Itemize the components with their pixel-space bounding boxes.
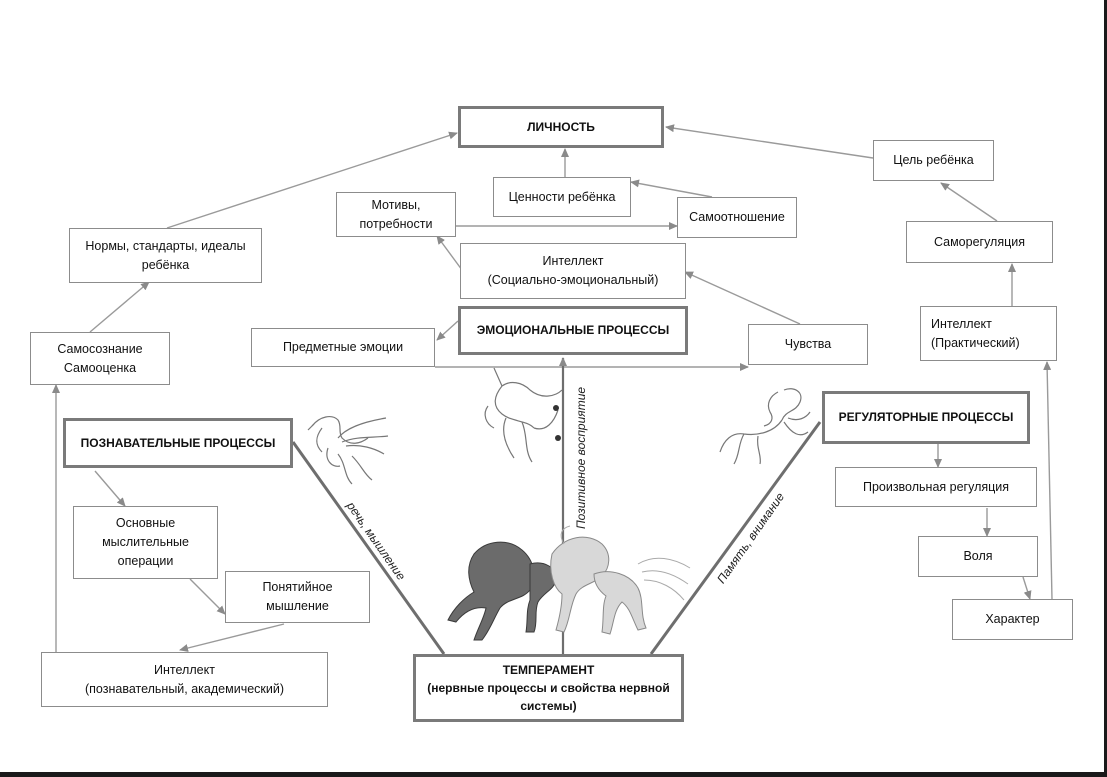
will-node: Воля [918, 536, 1038, 577]
self-regulation-node: Саморегуляция [906, 221, 1053, 263]
object-emotions-node: Предметные эмоции [251, 328, 435, 367]
thinking-operations-node: Основные мыслительные операции [73, 506, 218, 579]
conceptual-thinking-node: Понятийное мышление [225, 571, 370, 623]
child-goal-node: Цель ребёнка [873, 140, 994, 181]
horse-herd-sketch-icon [447, 525, 691, 641]
child-values-node: Ценности ребёнка [493, 177, 631, 217]
self-attitude-node: Самоотношение [677, 197, 797, 238]
page-frame-right [1104, 0, 1107, 777]
self-awareness-node: Самосознание Самооценка [30, 332, 170, 385]
intellect-social-node: Интеллект (Социально-эмоциональный) [460, 243, 686, 299]
character-node: Характер [952, 599, 1073, 640]
pegasus-sketch-icon [307, 416, 389, 485]
cognitive-processes-node: ПОЗНАВАТЕЛЬНЫЕ ПРОЦЕССЫ [63, 418, 293, 468]
regulatory-processes-node: РЕГУЛЯТОРНЫЕ ПРОЦЕССЫ [822, 391, 1030, 444]
intellect-practical-node: Интеллект (Практический) [920, 306, 1057, 361]
page-frame-bottom [0, 772, 1107, 777]
personality-node: ЛИЧНОСТЬ [458, 106, 664, 148]
horse-sketch-icon [719, 388, 811, 465]
voluntary-regulation-node: Произвольная регуляция [835, 467, 1037, 507]
feelings-node: Чувства [748, 324, 868, 365]
edge-label-positive-perception: Позитивное восприятие [574, 386, 589, 530]
motives-node: Мотивы, потребности [336, 192, 456, 237]
norms-node: Нормы, стандарты, идеалы ребёнка [69, 228, 262, 283]
intellect-academic-node: Интеллект (познавательный, академический… [41, 652, 328, 707]
temperament-node: ТЕМПЕРАМЕНТ (нервные процессы и свойства… [413, 654, 684, 722]
unicorn-sketch-icon [484, 367, 563, 463]
emotional-processes-node: ЭМОЦИОНАЛЬНЫЕ ПРОЦЕССЫ [458, 306, 688, 355]
